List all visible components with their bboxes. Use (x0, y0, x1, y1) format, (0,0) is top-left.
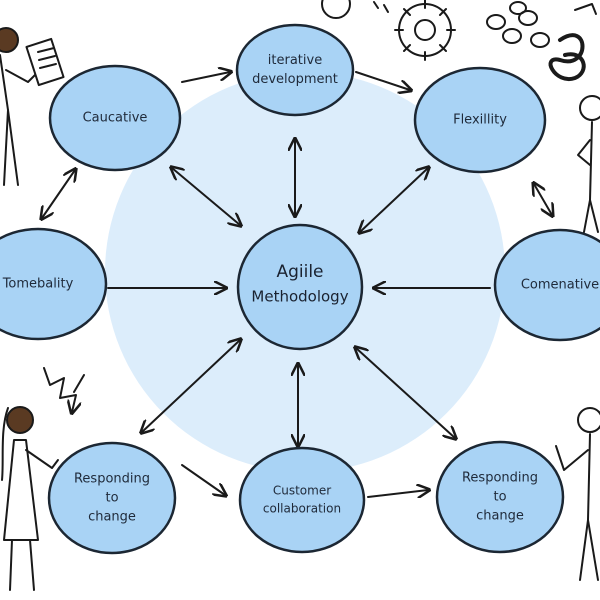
node-responding-right-label-2: to (493, 490, 506, 505)
arrow-caucative-iterative (181, 72, 230, 83)
center-label-line2: Methodology (251, 288, 348, 306)
chain-links-icon (486, 1, 597, 82)
node-customer-label-1: Customer (273, 484, 331, 498)
node-responding-left-label-2: to (105, 491, 118, 506)
arrow-iterative-flexility (355, 71, 410, 90)
thinking-person-icon (577, 95, 600, 233)
node-comenative: Comenative (493, 228, 600, 342)
node-customer: Customer collaboration (238, 446, 366, 554)
node-caucative-label-1: Caucative (83, 111, 148, 126)
node-tomebality: Tomebality (0, 227, 108, 341)
node-flexility-label-1: Flexillity (453, 113, 507, 128)
node-responding-right-label-1: Responding (462, 471, 538, 486)
person-with-clipboard-icon (0, 27, 65, 186)
node-iterative-shape (235, 23, 355, 117)
node-responding-left-label-1: Responding (74, 472, 150, 487)
node-responding-right: Responding to change (435, 440, 565, 554)
arrow-center-caucative (172, 168, 240, 225)
arrow-center-responding-right (356, 348, 455, 438)
node-responding-left-label-3: change (88, 510, 136, 525)
node-customer-shape (238, 446, 366, 554)
node-comenative-shape (493, 228, 600, 342)
node-responding-left: Responding to change (47, 441, 177, 555)
node-responding-right-label-3: change (476, 509, 524, 524)
arrow-caucative-tomebality (42, 170, 75, 218)
node-customer-label-2: collaboration (263, 502, 341, 516)
gear-icon (321, 0, 456, 61)
arrow-customer-responding-right (367, 490, 428, 497)
node-responding-left-shape (47, 441, 177, 555)
node-tomebality-label-1: Tomebality (2, 277, 74, 292)
arrow-center-responding-left (142, 340, 240, 432)
arrow-flexility-comenative (534, 184, 552, 215)
node-comenative-label-1: Comenative (521, 278, 599, 293)
arrow-responding-left-customer (181, 464, 225, 495)
arrows-layer (42, 72, 552, 497)
center-node-shape (236, 223, 364, 351)
node-caucative-shape (48, 64, 182, 172)
center-node: Agiile Methodology (236, 223, 364, 351)
node-iterative: iterative development (235, 23, 355, 117)
node-flexility-shape (413, 66, 547, 174)
woman-figure-icon (1, 406, 59, 591)
node-tomebality-shape (0, 227, 108, 341)
center-label-line1: Agiile (276, 262, 323, 282)
node-flexility: Flexillity (413, 66, 547, 174)
waving-person-icon (555, 407, 600, 581)
scribble-arrows-icon (43, 367, 85, 412)
node-iterative-label-2: development (252, 72, 338, 87)
node-caucative: Caucative (48, 64, 182, 172)
arrow-center-flexility (360, 168, 428, 232)
node-iterative-label-1: iterative (268, 53, 322, 68)
node-responding-right-shape (435, 440, 565, 554)
